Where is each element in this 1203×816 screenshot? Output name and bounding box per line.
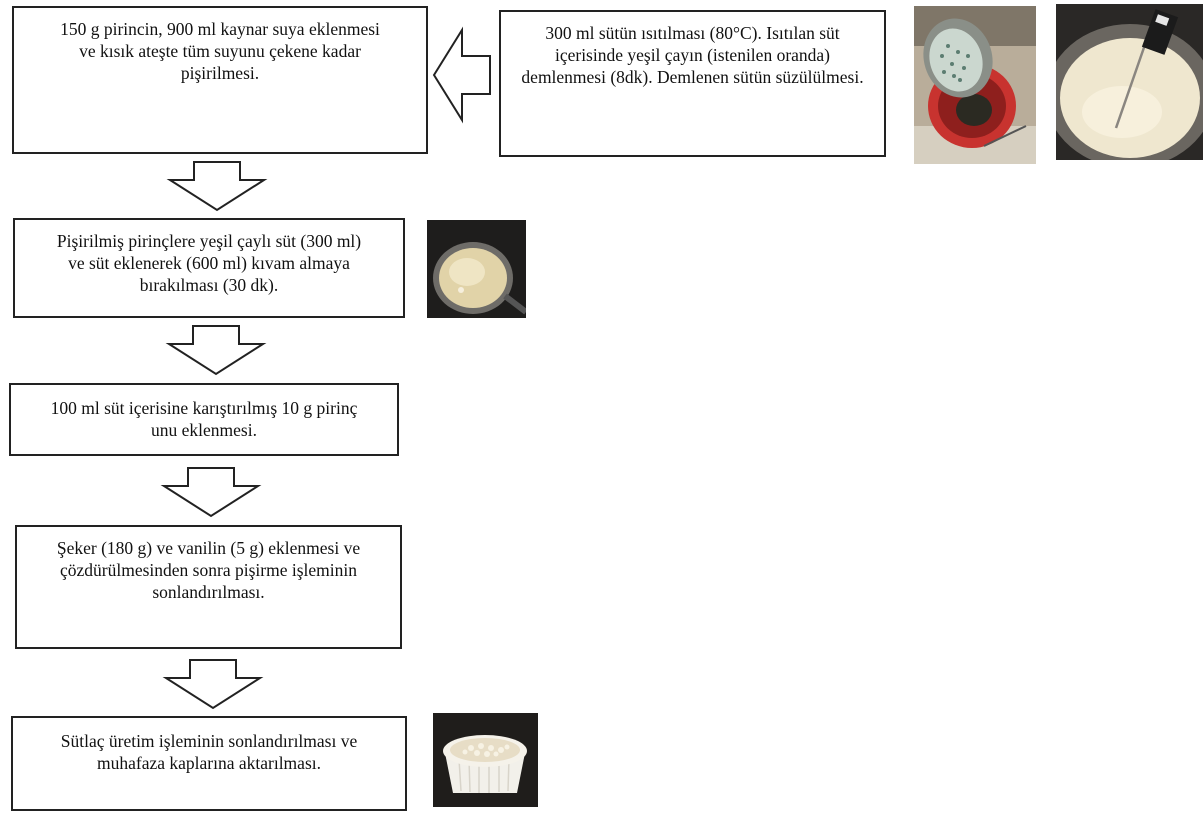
step-3-box: 100 ml süt içerisine karıştırılmış 10 g …: [9, 383, 399, 456]
step-5-box: Sütlaç üretim işleminin sonlandırılması …: [11, 716, 407, 811]
step-4-text: Şeker (180 g) ve vanilin (5 g) eklenmesi…: [56, 538, 361, 602]
step-side-text: 300 ml sütün ısıtılması (80°C). Isıtılan…: [521, 23, 864, 87]
green-tea-strainer-photo: [914, 6, 1036, 164]
step-side-box: 300 ml sütün ısıtılması (80°C). Isıtılan…: [499, 10, 886, 157]
down-arrow-icon: [162, 659, 264, 710]
rice-pudding-pot-photo: [427, 220, 526, 318]
down-arrow-icon: [160, 467, 262, 518]
step-2-box: Pişirilmiş pirinçlere yeşil çaylı süt (3…: [13, 218, 405, 318]
down-arrow-1: [166, 160, 268, 212]
milk-thermometer-photo: [1056, 4, 1203, 160]
rice-pudding-bowl-photo: [433, 713, 538, 807]
down-arrow-icon: [166, 161, 268, 212]
down-arrow-3: [160, 466, 262, 518]
step-1-text: 150 g pirincin, 900 ml kaynar suya eklen…: [60, 19, 380, 83]
step-1-box: 150 g pirincin, 900 ml kaynar suya eklen…: [12, 6, 428, 154]
down-arrow-icon: [165, 325, 267, 376]
step-4-box: Şeker (180 g) ve vanilin (5 g) eklenmesi…: [15, 525, 402, 649]
down-arrow-2: [165, 324, 267, 376]
down-arrow-4: [162, 658, 264, 710]
step-2-text: Pişirilmiş pirinçlere yeşil çaylı süt (3…: [56, 231, 362, 295]
step-3-text: 100 ml süt içerisine karıştırılmış 10 g …: [50, 398, 358, 440]
left-arrow-icon: [432, 26, 491, 124]
step-5-text: Sütlaç üretim işleminin sonlandırılması …: [60, 731, 358, 773]
left-arrow: [432, 26, 492, 124]
